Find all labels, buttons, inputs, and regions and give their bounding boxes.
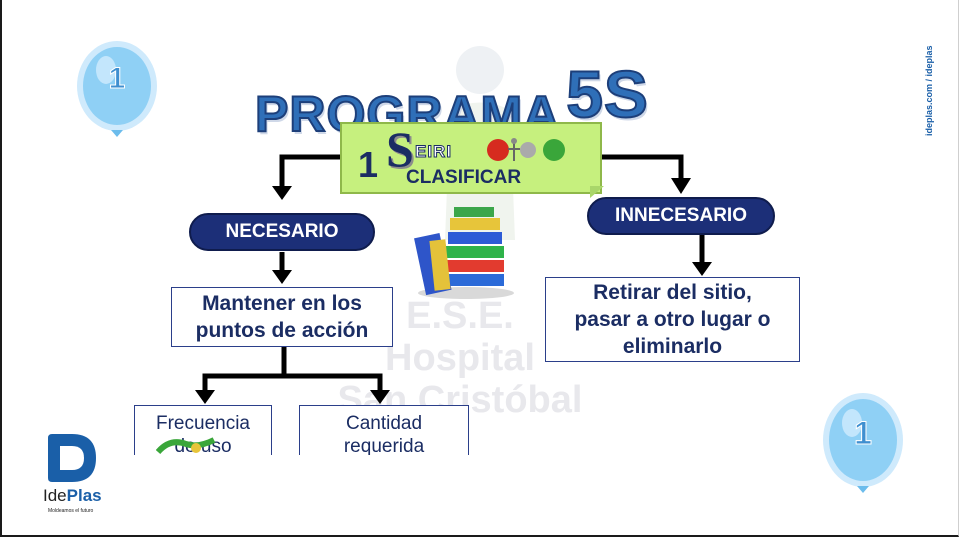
mantener-box: Mantener en los puntos de acción: [171, 287, 393, 347]
ideplas-logo-icon: [44, 432, 100, 486]
balloon-number: 1: [818, 415, 908, 452]
clasificar-label: CLASIFICAR: [406, 167, 521, 189]
necesario-label: NECESARIO: [226, 221, 339, 243]
logo-ide: Ide: [43, 486, 67, 505]
retirar-line: Retirar del sitio,: [574, 279, 770, 306]
binders-icon: [408, 205, 518, 300]
mantener-line: puntos de acción: [196, 317, 369, 344]
title-5s: 5S: [566, 57, 649, 131]
cantidad-box: Cantidad requerida: [299, 405, 469, 455]
seiri-label: EIRI: [415, 142, 452, 162]
logo-plas: Plas: [67, 486, 102, 505]
green-ribbon-icon: [156, 436, 216, 456]
innecesario-label: INNECESARIO: [615, 205, 747, 227]
side-handle-text: ideplas.com / ideplas: [918, 28, 938, 138]
logo-tagline: Moldeamos el futuro: [48, 508, 93, 514]
necesario-pill: NECESARIO: [189, 213, 375, 251]
balloon-number: 1: [72, 62, 162, 96]
sort-balls-icon: [486, 135, 572, 165]
page-curl-icon: [590, 186, 604, 198]
innecesario-pill: INNECESARIO: [587, 197, 775, 235]
cantidad-line: requerida: [300, 435, 468, 455]
side-handle-label: ideplas.com / ideplas: [924, 45, 934, 136]
mantener-line: Mantener en los: [196, 290, 369, 317]
seiri-number: 1: [358, 144, 378, 186]
retirar-line: eliminarlo: [574, 333, 770, 360]
retirar-box: Retirar del sitio, pasar a otro lugar o …: [545, 277, 800, 362]
frecuencia-line: Frecuencia: [135, 412, 271, 435]
cantidad-line: Cantidad: [300, 412, 468, 435]
retirar-line: pasar a otro lugar o: [574, 306, 770, 333]
ideplas-logo-text: IdePlas: [43, 486, 102, 506]
